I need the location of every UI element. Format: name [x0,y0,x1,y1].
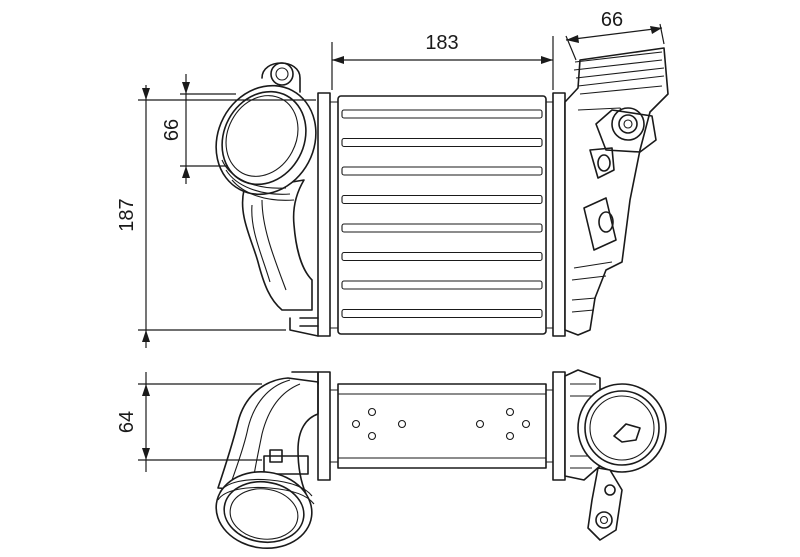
core-fin [341,194,543,205]
front-inlet-pipe [215,62,317,311]
dimension-height-187: 187 [116,85,316,348]
core-fin [341,280,543,290]
core-fin [341,137,543,148]
dimension-label-height: 187 [116,198,138,231]
bottom-view: 64 [116,369,667,550]
core-fin [341,308,543,319]
dimension-label-bottom-depth: 64 [116,411,138,433]
dimension-label-depth: 66 [601,9,623,31]
core-fin [341,223,543,233]
core-fins [341,109,543,319]
dimension-width-183: 183 [331,32,554,90]
bottom-inlet-elbow [215,371,319,550]
mounting-holes [351,407,531,441]
front-view: 183 66 187 66 [116,9,669,348]
dimension-label-pipe: 66 [161,119,183,141]
bottom-outlet [564,369,667,541]
front-core [289,92,566,337]
dimension-depth-64: 64 [116,372,262,472]
core-fin [341,109,543,119]
bottom-core [317,371,566,481]
core-fin [341,251,543,262]
dimension-label-width: 183 [425,32,458,54]
dimension-depth-66: 66 [565,9,665,61]
front-outlet-tank [564,47,669,336]
core-fin [341,166,543,176]
dimension-pipe-66: 66 [161,74,236,184]
